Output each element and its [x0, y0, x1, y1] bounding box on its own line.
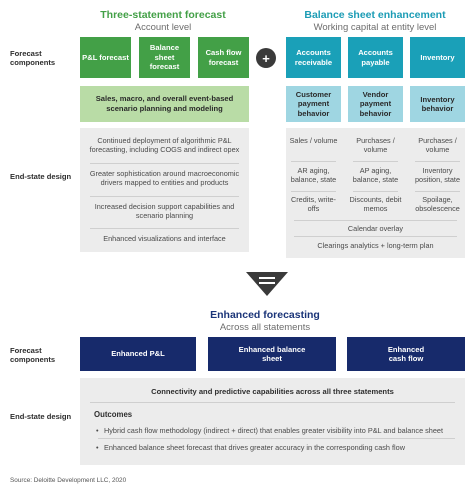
- divider: [415, 161, 460, 162]
- balance-sheet-forecast-box: Balance sheet forecast: [139, 37, 190, 78]
- pl-forecast-box: P&L forecast: [80, 37, 131, 78]
- outcomes-title: Outcomes: [94, 410, 133, 419]
- divider: [294, 236, 457, 237]
- equals-arrow-icon: [246, 272, 288, 296]
- plus-icon: +: [256, 48, 276, 68]
- three-statement-subtitle: Account level: [134, 21, 192, 33]
- row-label-end-state-design: End-state design: [10, 172, 72, 181]
- end-state-item: Greater sophistication around macroecono…: [89, 169, 240, 188]
- inventory-behavior-box: Inventory behavior: [410, 86, 465, 122]
- enhanced-end-state-panel: Connectivity and predictive capabilities…: [80, 378, 465, 465]
- enhanced-forecasting-title: Enhanced forecasting: [210, 309, 320, 321]
- row-label-end-state-design-2: End-state design: [10, 412, 72, 421]
- three-statement-title: Three-statement forecast: [100, 9, 226, 21]
- accounts-payable-box: Accounts payable: [348, 37, 403, 78]
- enhanced-cash-flow-box: Enhanced cash flow: [347, 337, 465, 371]
- divider: [90, 228, 239, 229]
- divider: [90, 196, 239, 197]
- accounts-receivable-box: Accounts receivable: [286, 37, 341, 78]
- divider: [291, 161, 336, 162]
- inventory-box: Inventory: [410, 37, 465, 78]
- end-state-item: Increased decision support capabilities …: [94, 202, 235, 221]
- divider: [90, 163, 239, 164]
- balance-sheet-end-state-panel: Sales / volume AR aging, balance, state …: [286, 128, 465, 258]
- scenario-planning-box: Sales, macro, and overall event-based sc…: [80, 86, 249, 122]
- balance-sheet-title: Balance sheet enhancement: [304, 9, 446, 21]
- divider: [90, 402, 455, 403]
- divider: [353, 191, 398, 192]
- source-note: Source: Deloitte Development LLC, 2020: [10, 477, 127, 484]
- outcome-item: Hybrid cash flow methodology (indirect +…: [104, 426, 444, 435]
- row-label-forecast-components-2: Forecast components: [10, 346, 56, 365]
- calendar-overlay: Calendar overlay: [347, 224, 404, 233]
- divider: [291, 191, 336, 192]
- ap-discounts: Discounts, debit memos: [349, 195, 402, 214]
- divider: [353, 161, 398, 162]
- inventory-purchases-volume: Purchases / volume: [418, 136, 457, 155]
- three-statement-end-state-panel: Continued deployment of algorithmic P&L …: [80, 128, 249, 252]
- ap-purchases-volume: Purchases / volume: [356, 136, 395, 155]
- divider: [98, 438, 455, 439]
- vendor-payment-behavior-box: Vendor payment behavior: [348, 86, 403, 122]
- enhanced-forecasting-subtitle: Across all statements: [219, 321, 311, 333]
- ap-aging: AP aging, balance, state: [352, 166, 399, 185]
- customer-payment-behavior-box: Customer payment behavior: [286, 86, 341, 122]
- enhanced-pl-box: Enhanced P&L: [80, 337, 196, 371]
- ar-sales-volume: Sales / volume: [289, 136, 338, 145]
- balance-sheet-subtitle: Working capital at entity level: [313, 21, 437, 33]
- clearings-analytics: Clearings analytics + long-term plan: [317, 241, 434, 250]
- outcome-item: Enhanced balance sheet forecast that dri…: [104, 443, 405, 452]
- cash-flow-forecast-box: Cash flow forecast: [198, 37, 249, 78]
- divider: [415, 191, 460, 192]
- inventory-spoilage: Spoilage, obsolescence: [415, 195, 460, 214]
- bullet-icon: •: [96, 426, 99, 435]
- end-state-item: Enhanced visualizations and interface: [103, 234, 226, 243]
- enhanced-balance-sheet-box: Enhanced balance sheet: [208, 337, 336, 371]
- bullet-icon: •: [96, 443, 99, 452]
- ar-aging: AR aging, balance, state: [290, 166, 337, 185]
- connectivity-statement: Connectivity and predictive capabilities…: [151, 386, 394, 396]
- end-state-item: Continued deployment of algorithmic P&L …: [89, 136, 240, 155]
- row-label-forecast-components: Forecast components: [10, 49, 56, 68]
- ar-credits: Credits, write-offs: [290, 195, 336, 214]
- divider: [294, 220, 457, 221]
- inventory-position: Inventory position, state: [414, 166, 461, 185]
